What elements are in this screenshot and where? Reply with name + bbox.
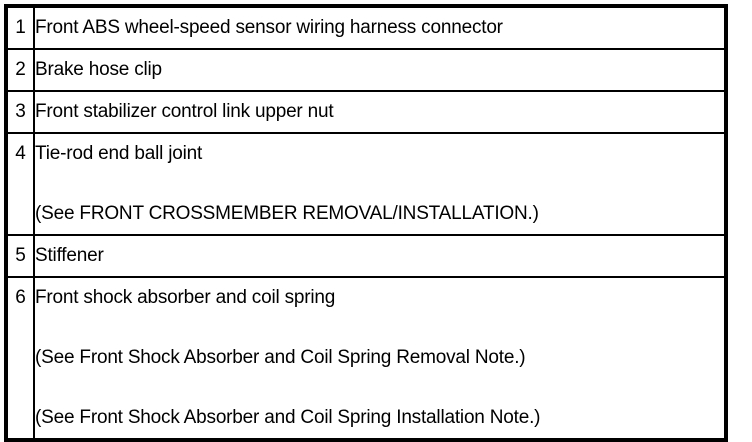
- row-number-cell: 5: [5, 234, 35, 278]
- description-note-line: (See Front Shock Absorber and Coil Sprin…: [35, 407, 541, 428]
- parts-table-body: 1 Front ABS wheel-speed sensor wiring ha…: [5, 5, 727, 441]
- row-description-cell: Tie-rod end ball joint (See FRONT CROSSM…: [33, 132, 727, 236]
- row-number-cell: 4: [5, 132, 35, 236]
- line-spacer: [36, 378, 724, 398]
- parts-list-table: 1 Front ABS wheel-speed sensor wiring ha…: [4, 4, 728, 442]
- row-description-cell: Brake hose clip: [33, 48, 727, 92]
- table-row: 6 Front shock absorber and coil spring (…: [5, 276, 727, 441]
- row-description-cell: Front shock absorber and coil spring (Se…: [33, 276, 727, 441]
- table-row: 1 Front ABS wheel-speed sensor wiring ha…: [5, 5, 727, 50]
- row-number-cell: 1: [5, 5, 35, 50]
- row-number-cell: 2: [5, 48, 35, 92]
- row-number-cell: 3: [5, 90, 35, 134]
- line-spacer: [36, 318, 724, 338]
- description-line: Front ABS wheel-speed sensor wiring harn…: [35, 17, 503, 38]
- description-line: Stiffener: [35, 245, 104, 266]
- table-row: 2 Brake hose clip: [5, 48, 727, 92]
- description-note-line: (See FRONT CROSSMEMBER REMOVAL/INSTALLAT…: [35, 203, 539, 224]
- row-description-cell: Stiffener: [33, 234, 727, 278]
- table-row: 3 Front stabilizer control link upper nu…: [5, 90, 727, 134]
- row-number-cell: 6: [5, 276, 35, 441]
- description-line: Front stabilizer control link upper nut: [35, 101, 334, 122]
- table-row: 4 Tie-rod end ball joint (See FRONT CROS…: [5, 132, 727, 236]
- description-line: Front shock absorber and coil spring: [35, 287, 336, 308]
- description-line: Brake hose clip: [35, 59, 162, 80]
- description-line: Tie-rod end ball joint: [35, 143, 203, 164]
- row-description-cell: Front stabilizer control link upper nut: [33, 90, 727, 134]
- description-note-line: (See Front Shock Absorber and Coil Sprin…: [35, 347, 526, 368]
- parts-list-sheet: 1 Front ABS wheel-speed sensor wiring ha…: [4, 4, 728, 442]
- table-row: 5 Stiffener: [5, 234, 727, 278]
- line-spacer: [36, 174, 724, 194]
- row-description-cell: Front ABS wheel-speed sensor wiring harn…: [33, 5, 727, 50]
